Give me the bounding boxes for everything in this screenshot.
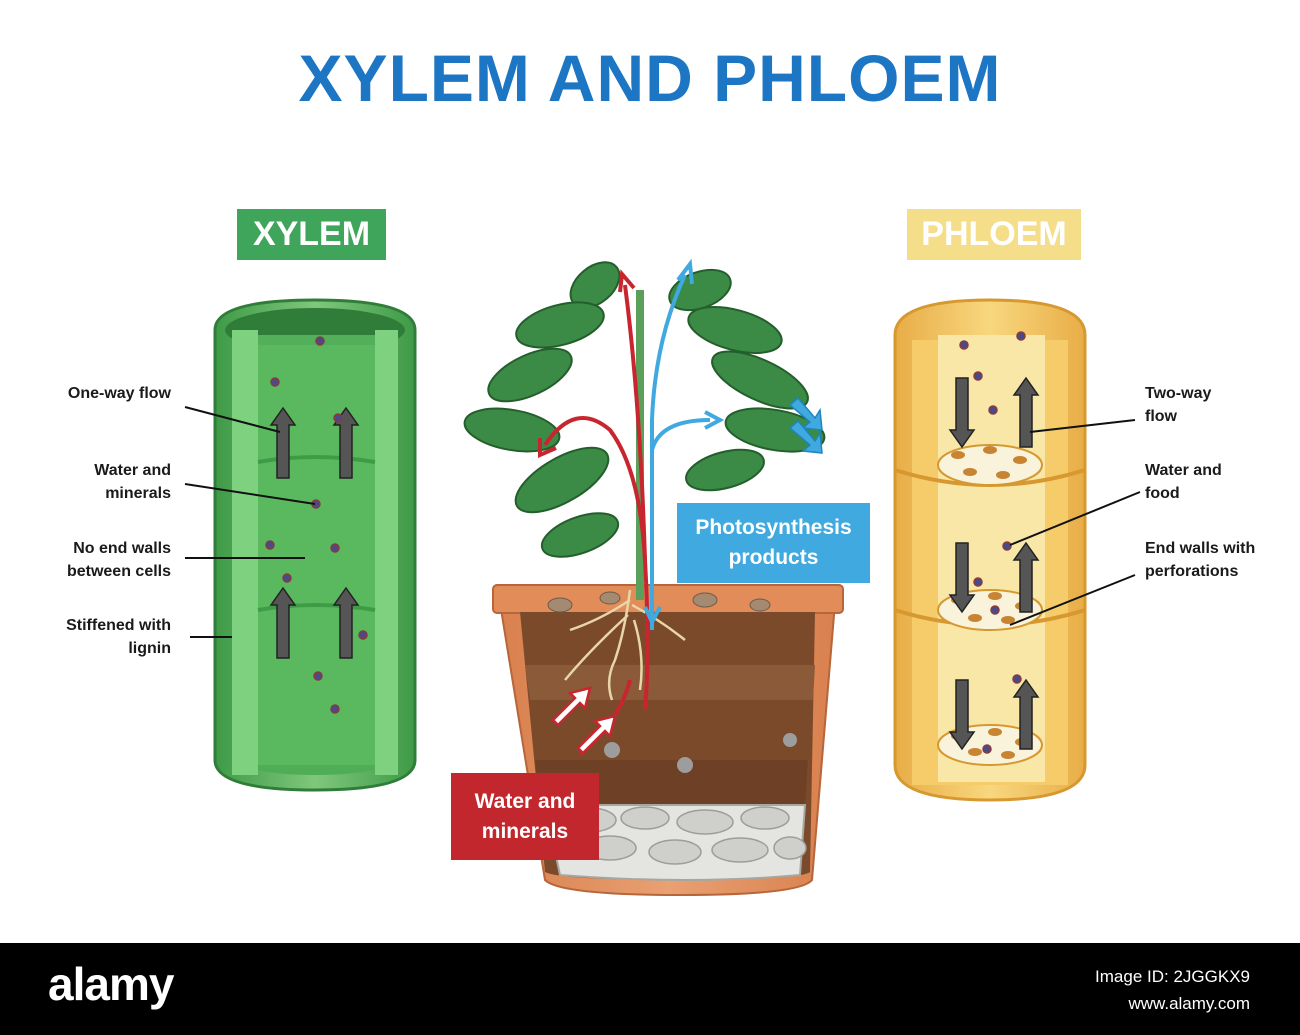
label-end-walls-with-perforations: End walls with perforations: [1145, 540, 1256, 580]
leader-lines: [184, 406, 1141, 638]
water-and-minerals-box: Water and minerals: [451, 773, 599, 860]
site-url: www.alamy.com: [1128, 994, 1250, 1013]
image-id: Image ID: 2JGGKX9: [1095, 967, 1250, 986]
phloem-tag: PHLOEM: [907, 209, 1081, 260]
plant-pot: [492, 584, 844, 897]
sunlight-arrows: [788, 396, 823, 454]
label-water-and-minerals: Water and minerals: [94, 462, 171, 502]
xylem-tag: XYLEM: [237, 209, 386, 260]
photosynthesis-products-box: Photosynthesis products: [677, 503, 870, 583]
xylem-up-arrows: [269, 406, 360, 659]
diagram-title: XYLEM AND PHLOEM: [298, 41, 1002, 115]
soil-water-arrows: [551, 686, 617, 755]
phloem-food-dots: [959, 331, 1026, 754]
xylem-vessel: [213, 298, 417, 792]
plant-leaves: [463, 261, 826, 600]
label-stiffened-with-lignin: Stiffened with lignin: [66, 617, 171, 657]
watermark-footer: alamy Image ID: 2JGGKX9 www.alamy.com: [0, 943, 1300, 1035]
label-water-and-food: Water and food: [1145, 462, 1222, 502]
label-two-way-flow: Two-way flow: [1145, 385, 1212, 425]
xylem-mineral-dots: [265, 336, 368, 714]
label-one-way-flow: One-way flow: [67, 385, 171, 402]
photosynthesis-flow-arrows: [643, 258, 725, 630]
phloem-two-way-arrows: [948, 376, 1040, 751]
brand-logo: alamy: [48, 958, 174, 1010]
footer-meta: Image ID: 2JGGKX9 www.alamy.com: [1095, 963, 1250, 1017]
phloem-vessel: [893, 298, 1087, 802]
plant-roots: [564, 589, 686, 701]
label-no-end-walls: No end walls between cells: [66, 540, 171, 580]
